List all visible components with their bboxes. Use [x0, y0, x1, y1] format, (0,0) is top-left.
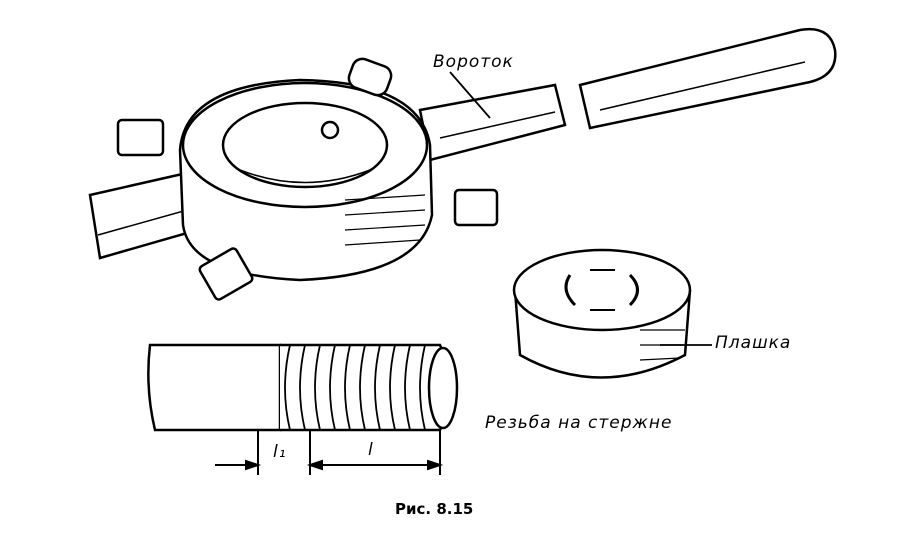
dimension-l1-label: l₁: [273, 442, 287, 462]
threaded-rod: [147, 343, 459, 432]
round-die: [512, 248, 692, 379]
thread-label: Резьба на стержне: [485, 413, 673, 433]
leader-lines: [449, 71, 712, 346]
die-label: Плашка: [715, 333, 792, 353]
die-holder-ring: [178, 78, 434, 282]
wrench-label: Вороток: [433, 52, 514, 72]
screws: [116, 57, 499, 301]
dimension-lines: [215, 430, 444, 475]
figure-caption: Рис. 8.15: [395, 500, 474, 518]
dimension-l-label: l: [368, 440, 374, 460]
